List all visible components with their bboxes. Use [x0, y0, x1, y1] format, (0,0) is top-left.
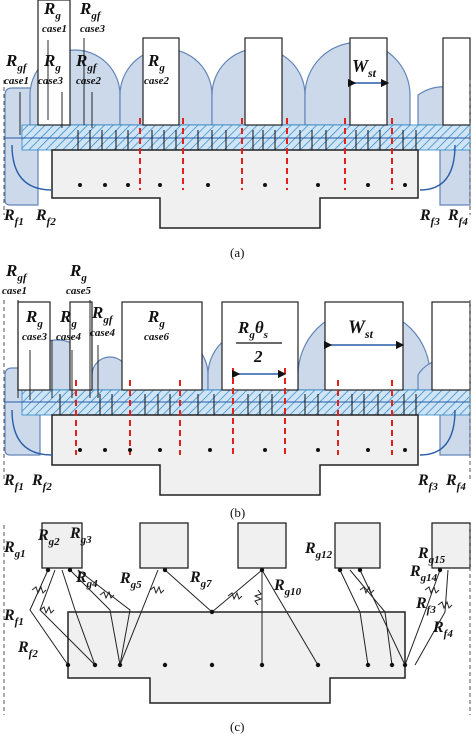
label-rf1-b: Rf1 [3, 472, 24, 493]
label-rg10-c: Rg10 [273, 577, 302, 598]
label-rf2-a: Rf2 [35, 207, 56, 228]
label-rf1-c: Rf1 [3, 607, 24, 628]
panel-c: Rg1 Rg2 Rg3 Rg4 Rg5 Rg7 Rg10 Rg12 Rg14 R… [3, 522, 471, 734]
reluctance-network [29, 569, 449, 666]
panel-b: Rgf case1 Rg case5 Rg case3 Rg case4 Rgf… [2, 261, 471, 520]
stator-teeth-b [17, 301, 471, 391]
label-rgf-case1-b: Rgf [5, 261, 28, 284]
label-rg-case4-b: Rg [59, 307, 77, 330]
label-rg-case5-b: Rg [69, 261, 87, 284]
note-case1-a: case1 [42, 23, 67, 35]
label-wst-a: Wst [352, 56, 377, 80]
label-rf4-b: Rf4 [445, 472, 466, 493]
caption-a: (a) [230, 245, 244, 260]
label-rg14-c: Rg14 [409, 563, 438, 584]
label-rg15-c: Rg15 [417, 545, 446, 566]
red-dashes-a [139, 118, 393, 190]
label-rgf-case4-b: Rgf [91, 303, 114, 326]
label-rg-theta-den: 2 [253, 347, 263, 366]
note-case2-a: case2 [76, 75, 102, 87]
label-rg7-c: Rg7 [189, 569, 212, 590]
network-nodes-c [45, 567, 443, 668]
label-rg2-c: Rg2 [37, 527, 60, 548]
caption-b: (b) [230, 505, 245, 520]
note-case1b-a: case1 [4, 75, 29, 87]
note-case3-b: case3 [22, 331, 48, 343]
label-rf1-a: Rf1 [3, 207, 24, 228]
label-rg-case3-b: Rg [25, 307, 43, 330]
note-case3-a: case3 [80, 23, 106, 35]
label-rgf-case2-a: Rgf [75, 51, 98, 74]
label-rg-case3-a: Rg [43, 51, 61, 74]
rotor-iron-b [51, 414, 419, 496]
note-case3b-a: case3 [38, 75, 64, 87]
label-rg-case1-a: Rg [43, 0, 61, 22]
flux-arrows-a [77, 130, 417, 150]
label-rf4-a: Rf4 [447, 207, 468, 228]
note-case4-b: case4 [56, 331, 82, 343]
label-rf3-c: Rf3 [415, 595, 436, 616]
label-rg-case6-b: Rg [147, 307, 165, 330]
label-rgf-case3-a: Rgf [79, 0, 102, 22]
label-rf2-b: Rf2 [31, 472, 52, 493]
label-wst-b: Wst [348, 317, 374, 341]
label-rf3-b: Rf3 [417, 472, 438, 493]
rotor-iron-c [67, 611, 406, 704]
note-case4b-b: case4 [90, 327, 116, 339]
label-rf2-c: Rf2 [17, 639, 38, 660]
label-rg12-c: Rg12 [304, 540, 333, 561]
label-rg4-c: Rg4 [75, 569, 98, 590]
stator-teeth-a [37, 0, 471, 126]
caption-c: (c) [230, 719, 244, 734]
label-rgf-case1-a: Rgf [5, 51, 28, 74]
label-rg5-c: Rg5 [119, 570, 142, 591]
note-case6-b: case6 [144, 331, 170, 343]
flux-arrows-b [59, 394, 417, 415]
rotor-nodes-a [78, 183, 407, 187]
label-rf3-a: Rf3 [419, 207, 440, 228]
label-rg1-c: Rg1 [3, 539, 26, 560]
label-rg-theta-num: Rgθs [237, 318, 268, 341]
note-case1-b: case1 [2, 285, 27, 297]
label-rg3-c: Rg3 [69, 525, 92, 546]
note-case2b-a: case2 [144, 75, 170, 87]
panel-a: Rg case1 Rgf case3 Rgf case1 Rg case3 Rg… [3, 0, 471, 260]
label-rg-case2-a: Rg [147, 51, 165, 74]
rotor-nodes-b [78, 448, 407, 452]
red-dashes-b [75, 368, 393, 455]
label-rf4-c: Rf4 [432, 619, 453, 640]
note-case5-b: case5 [66, 285, 92, 297]
rotor-iron-a [51, 149, 419, 229]
stator-teeth-c [41, 522, 471, 569]
